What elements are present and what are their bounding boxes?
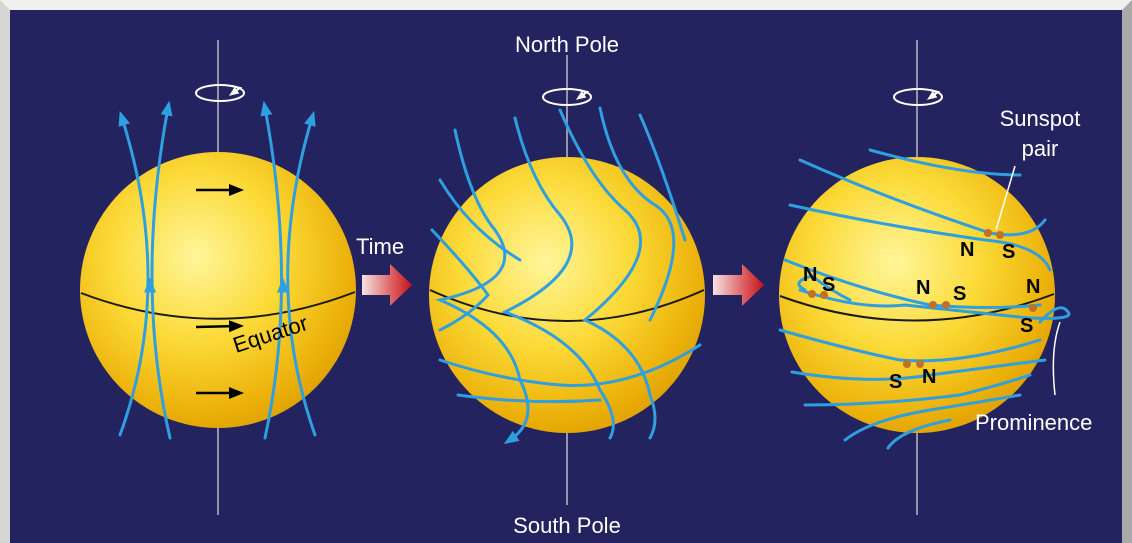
north-pole-label: North Pole xyxy=(515,32,619,57)
south-pole-label: South Pole xyxy=(513,513,621,538)
time-arrow-icon xyxy=(362,264,412,306)
rotation-icon xyxy=(195,84,245,102)
polarity-s: S xyxy=(953,283,966,305)
rotation-arrow-icon xyxy=(195,320,244,333)
polarity-n: N xyxy=(1026,276,1040,298)
equator-line xyxy=(80,291,356,320)
sunspot-pair-callout: Sunspot pair xyxy=(995,106,1081,231)
sun-sphere xyxy=(429,157,705,433)
magnetic-field-lines xyxy=(430,106,702,445)
sun-stage-2 xyxy=(429,106,705,445)
polarity-s: S xyxy=(822,274,835,296)
rotation-icon xyxy=(893,88,943,106)
time-arrow-icon xyxy=(713,264,764,306)
polarity-s: S xyxy=(889,371,902,393)
polarity-n: N xyxy=(960,239,974,261)
sun-sphere xyxy=(80,152,356,428)
time-arrow: Time xyxy=(356,234,412,306)
sun-stage-1: Equator xyxy=(80,100,356,440)
polarity-s: S xyxy=(1002,241,1015,263)
time-label: Time xyxy=(356,234,404,259)
prominence-callout: Prominence xyxy=(975,321,1092,435)
polarity-n: N xyxy=(803,264,817,286)
polarity-n: N xyxy=(922,366,936,388)
sun-stage-3: N S N S N S N S S N xyxy=(778,148,1071,450)
sun-sphere xyxy=(779,157,1055,433)
sunspot-markers xyxy=(808,229,1037,368)
magnetic-field-lines xyxy=(118,100,317,440)
polarity-n: N xyxy=(916,277,930,299)
sunspot-pair-label: pair xyxy=(1022,136,1059,161)
equator-line xyxy=(429,289,705,322)
rotation-icon xyxy=(542,88,592,106)
polarity-s: S xyxy=(1020,315,1033,337)
sunspot-pair-label: Sunspot xyxy=(1000,106,1081,131)
prominence-label: Prominence xyxy=(975,410,1092,435)
